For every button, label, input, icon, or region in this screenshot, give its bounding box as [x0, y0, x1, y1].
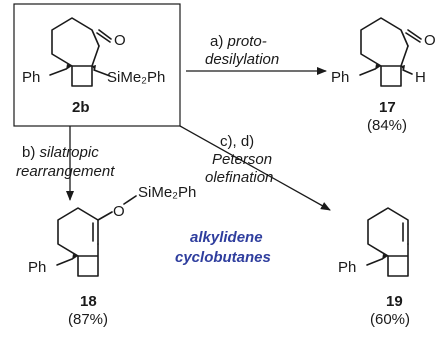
arrow-cd-label-line2: Peterson — [212, 151, 272, 168]
compound-2b-structure — [49, 17, 112, 87]
compound-19-yield: (60%) — [370, 311, 410, 328]
arrow-cd-line — [179, 125, 331, 211]
compound-2b-phenyl: Ph — [22, 69, 40, 86]
compound-19: Ph 19 (60%) — [338, 207, 410, 328]
compound-17-label: 17 — [379, 99, 396, 116]
compound-18-yield: (87%) — [68, 311, 108, 328]
compound-18-oxygen: O — [113, 203, 125, 220]
compound-19-phenyl: Ph — [338, 259, 356, 276]
compound-17-yield: (84%) — [367, 117, 407, 134]
compound-18-label: 18 — [80, 293, 97, 310]
compound-18-structure — [56, 195, 137, 277]
arrow-b-label-line1: b) silatropic — [22, 144, 99, 161]
compound-17-structure — [359, 17, 422, 87]
compound-18-silyl: SiMe₂Ph — [138, 184, 196, 201]
center-label: alkylidene cyclobutanes — [175, 229, 271, 266]
arrow-cd-label-line1: c), d) — [220, 133, 254, 150]
compound-17: O Ph H 17 (84%) — [331, 17, 436, 134]
compound-2b-oxygen: O — [114, 32, 126, 49]
compound-2b-label: 2b — [72, 99, 90, 116]
compound-17-oxygen: O — [424, 32, 436, 49]
arrow-a-label-line1: a) proto- — [210, 33, 267, 50]
compound-19-structure — [366, 207, 409, 277]
compound-2b-silyl: SiMe₂Ph — [107, 69, 165, 86]
center-label-line1: alkylidene — [190, 229, 263, 246]
compound-18-phenyl: Ph — [28, 259, 46, 276]
compound-18: O SiMe₂Ph Ph 18 (87%) — [28, 184, 196, 328]
arrow-a-label-line2: desilylation — [205, 51, 279, 68]
compound-2b-box — [13, 3, 181, 127]
compound-17-hydrogen: H — [415, 69, 426, 86]
center-label-line2: cyclobutanes — [175, 249, 271, 266]
arrow-b: b) silatropic rearrangement — [16, 126, 115, 201]
compound-19-label: 19 — [386, 293, 403, 310]
compound-17-phenyl: Ph — [331, 69, 349, 86]
arrow-cd-label-line3: olefination — [205, 169, 273, 186]
arrow-cd: c), d) Peterson olefination — [179, 125, 331, 211]
arrow-a: a) proto- desilylation — [186, 33, 327, 75]
arrow-b-label-line2: rearrangement — [16, 163, 115, 180]
compound-2b: O Ph SiMe₂Ph 2b — [13, 3, 181, 127]
